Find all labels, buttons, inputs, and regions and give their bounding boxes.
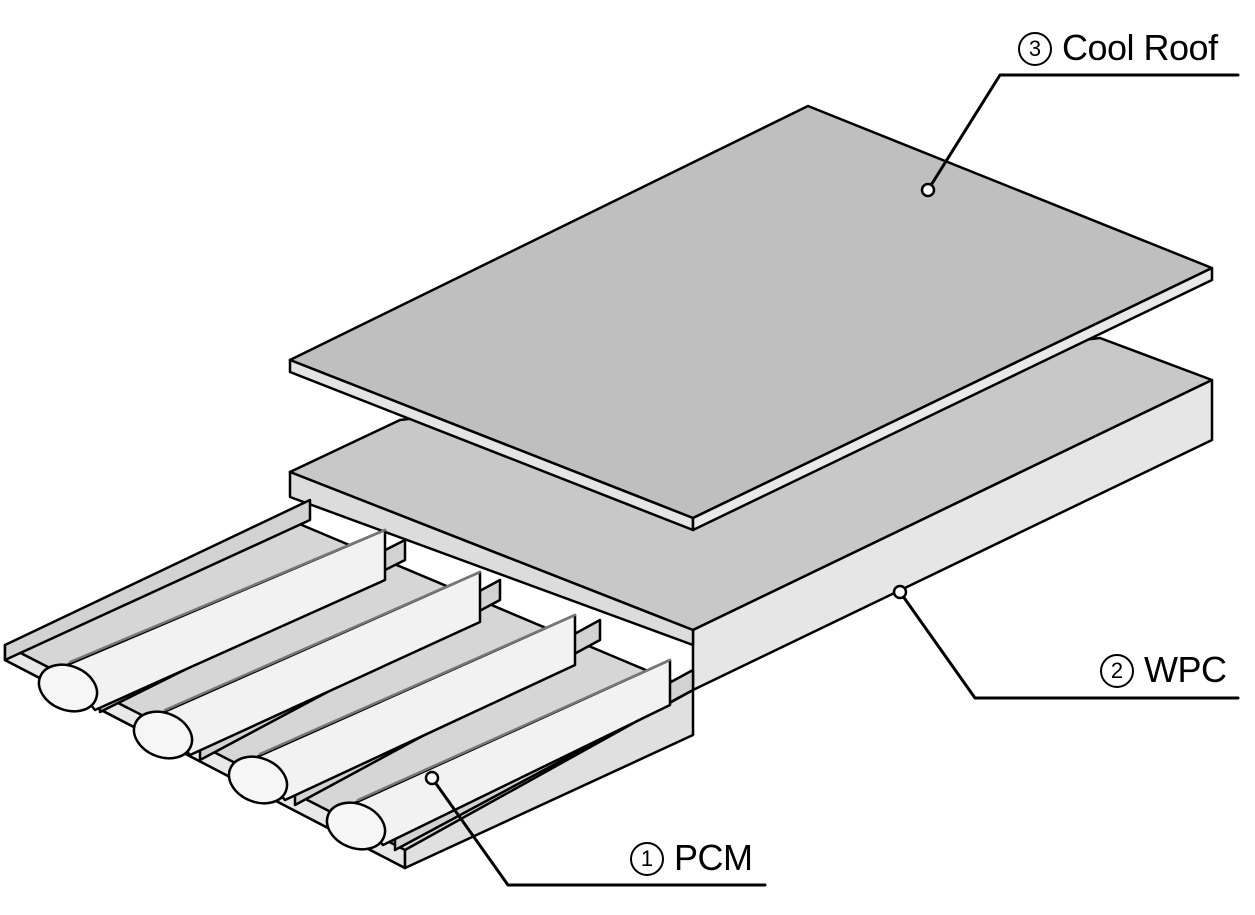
cool-roof-sheet [288, 104, 1214, 532]
leader-line-cool-roof [926, 73, 1240, 192]
label-cool-roof: 3 Cool Roof [1018, 30, 1218, 66]
leader-lines [424, 73, 1240, 887]
anchor-dot-wpc [892, 584, 908, 600]
leader-line-pcm [430, 776, 767, 887]
pcm-tube [325, 658, 672, 851]
leader-line-wpc [898, 590, 1240, 700]
label-text: WPC [1144, 649, 1227, 690]
label-pcm: 1 PCM [630, 840, 753, 876]
anchor-dot-pcm [424, 770, 440, 786]
label-text: PCM [674, 837, 753, 878]
label-number: 1 [630, 842, 664, 876]
pcm-tube [132, 570, 482, 760]
pcm-tubes [37, 528, 672, 851]
pcm-tube [37, 528, 387, 713]
anchor-dot-cool-roof [920, 182, 936, 198]
label-number: 3 [1018, 32, 1052, 66]
label-number: 2 [1100, 654, 1134, 688]
pcm-tube [227, 613, 577, 805]
label-text: Cool Roof [1062, 27, 1218, 68]
label-wpc: 2 WPC [1100, 652, 1227, 688]
